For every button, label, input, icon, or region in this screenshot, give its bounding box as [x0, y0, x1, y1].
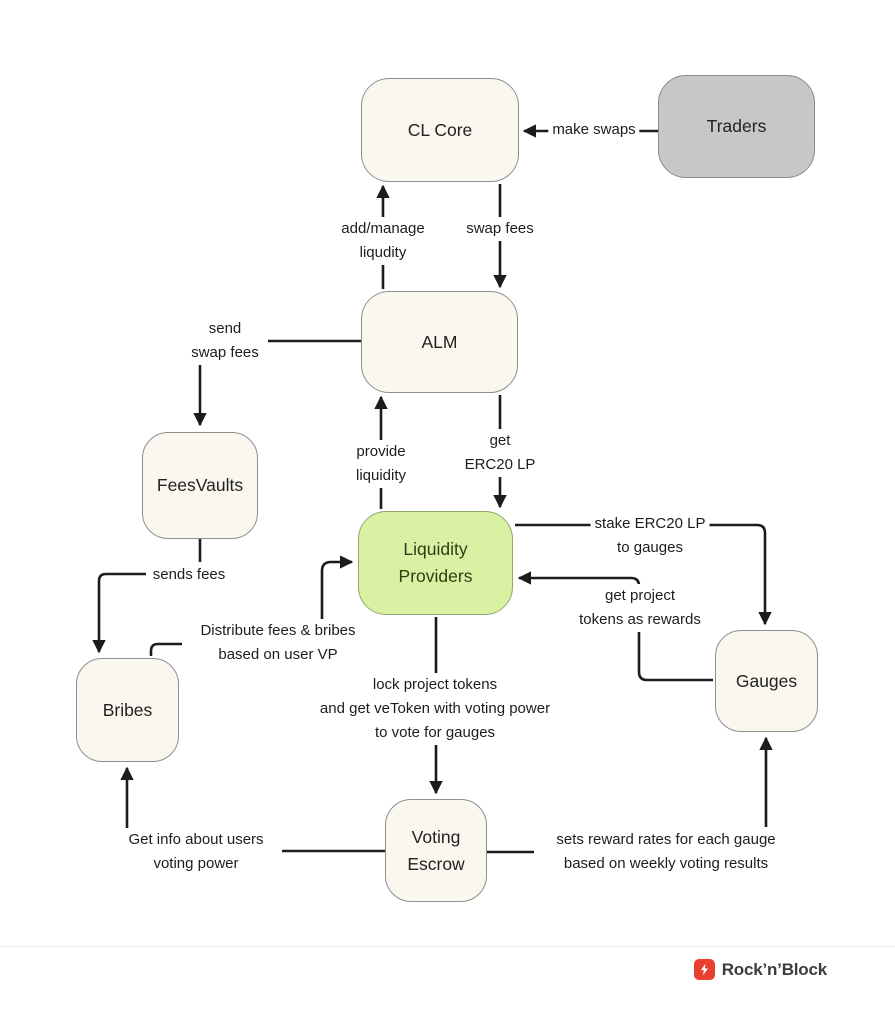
label-make-swaps: make swaps — [548, 118, 640, 142]
label-sets-reward-rates: sets reward rates for each gauge based o… — [552, 828, 780, 876]
node-liquidity-providers: Liquidity Providers — [358, 511, 513, 615]
label-send-swap-fees: send swap fees — [187, 317, 263, 365]
label-lock-tokens: lock project tokens and get veToken with… — [315, 673, 555, 745]
lightning-bolt-icon — [693, 959, 715, 980]
label-distribute-fees: Distribute fees & bribes based on user V… — [196, 619, 360, 667]
label-sends-fees: sends fees — [148, 563, 230, 587]
label-stake-erc20: stake ERC20 LP to gauges — [590, 512, 710, 560]
label-get-erc20-lp: get ERC20 LP — [460, 429, 540, 477]
label-provide-liquidity: provide liquidity — [351, 440, 411, 488]
node-traders: Traders — [658, 75, 815, 178]
node-gauges: Gauges — [715, 630, 818, 732]
node-bribes: Bribes — [76, 658, 179, 762]
edge-bribes-to-distribute-label — [149, 642, 182, 656]
node-voting-escrow: Voting Escrow — [385, 799, 487, 902]
edge-lp-to-gauges-stake — [515, 523, 772, 626]
brand-logo: Rock’n’Block — [693, 959, 827, 980]
label-get-info-voting-power: Get info about users voting power — [124, 828, 268, 876]
edge-sends-fees-to-bribes — [92, 572, 146, 654]
node-cl-core: CL Core — [361, 78, 519, 182]
label-get-project-tokens: get project tokens as rewards — [575, 584, 705, 632]
node-feesvaults: FeesVaults — [142, 432, 258, 539]
brand-name: Rock’n’Block — [721, 959, 827, 979]
footer: Rock’n’Block — [0, 946, 895, 1009]
label-swap-fees: swap fees — [462, 217, 538, 241]
edge-distribute-to-lp — [320, 555, 354, 619]
label-add-manage-liquidity: add/manage liqudity — [337, 217, 429, 265]
node-alm: ALM — [361, 291, 518, 393]
